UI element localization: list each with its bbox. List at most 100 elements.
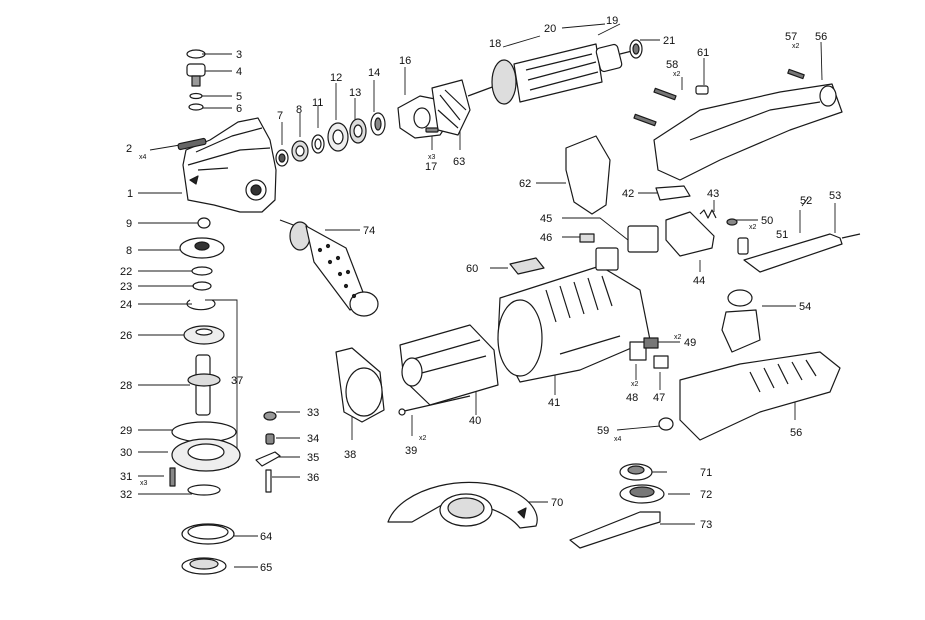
terminal-block xyxy=(595,247,619,271)
switch-44 xyxy=(665,211,715,257)
o-ring-small xyxy=(186,49,206,59)
wheel-guard xyxy=(387,481,538,529)
label-14: 14 xyxy=(368,67,380,79)
label-39: 39 xyxy=(405,445,417,457)
handle-half-lower xyxy=(679,351,841,441)
label-57-multiplier: x2 xyxy=(792,43,800,50)
gear-head-screw xyxy=(177,137,207,151)
label-2: 2 xyxy=(126,143,132,155)
label-23: 23 xyxy=(120,281,132,293)
lock-lever-35 xyxy=(255,451,281,467)
spring-33 xyxy=(263,411,277,421)
label-63: 63 xyxy=(453,156,465,168)
label-42: 42 xyxy=(622,188,634,200)
label-8-flange: 8 xyxy=(126,245,132,257)
label-50-multiplier: x2 xyxy=(749,224,757,231)
label-31: 31 xyxy=(120,471,132,483)
label-31-multiplier: x3 xyxy=(140,480,148,487)
washer-small xyxy=(188,103,204,111)
switch-45 xyxy=(627,225,659,253)
brush-47 xyxy=(653,355,669,369)
armature xyxy=(467,43,633,105)
air-guide xyxy=(335,347,385,423)
label-48: 48 xyxy=(626,392,638,404)
label-24: 24 xyxy=(120,299,132,311)
label-59-multiplier: x4 xyxy=(614,436,622,443)
needle-bearing xyxy=(275,149,289,167)
power-cable xyxy=(743,233,861,273)
gear-cover xyxy=(171,438,241,472)
label-3: 3 xyxy=(236,49,242,61)
label-5: 5 xyxy=(236,91,242,103)
label-6: 6 xyxy=(236,103,242,115)
circlip xyxy=(186,299,216,311)
label-19: 19 xyxy=(606,15,618,27)
label-49: 49 xyxy=(684,337,696,349)
clamping-flange-72 xyxy=(619,484,665,504)
callout-labels: 1 2 x4 3 4 5 6 7 8 9 8 11 12 13 14 16 17… xyxy=(120,15,841,574)
label-47: 47 xyxy=(653,392,665,404)
handle-screw-58 xyxy=(633,87,677,127)
label-48-multiplier: x2 xyxy=(631,381,639,388)
washer-22 xyxy=(191,266,213,276)
seal-32 xyxy=(187,484,221,496)
label-8: 8 xyxy=(296,104,302,116)
label-39-multiplier: x2 xyxy=(419,435,427,442)
label-30: 30 xyxy=(120,447,132,459)
rubber-gasket xyxy=(565,135,611,215)
label-45: 45 xyxy=(540,213,552,225)
label-35: 35 xyxy=(307,452,319,464)
label-50: 50 xyxy=(761,215,773,227)
label-22: 22 xyxy=(120,266,132,278)
washer-23 xyxy=(192,281,212,291)
label-29: 29 xyxy=(120,425,132,437)
label-33: 33 xyxy=(307,407,319,419)
label-49-multiplier: x2 xyxy=(674,334,682,341)
label-26: 26 xyxy=(120,330,132,342)
label-41: 41 xyxy=(548,397,560,409)
leader-lines xyxy=(138,23,836,568)
label-60: 60 xyxy=(466,263,478,275)
label-13: 13 xyxy=(349,87,361,99)
label-32: 32 xyxy=(120,489,132,501)
label-38: 38 xyxy=(344,449,356,461)
label-7: 7 xyxy=(277,110,283,122)
cable-clamp-46 xyxy=(579,233,595,243)
label-64: 64 xyxy=(260,531,272,543)
label-56-upper: 56 xyxy=(815,31,827,43)
switch-spring-43 xyxy=(699,209,717,219)
label-17-multiplier: x3 xyxy=(428,154,436,161)
label-12: 12 xyxy=(330,72,342,84)
label-4: 4 xyxy=(236,66,242,78)
label-16: 16 xyxy=(399,55,411,67)
handle-half-upper xyxy=(653,83,843,181)
switch-lever-42 xyxy=(655,185,691,201)
label-61: 61 xyxy=(697,47,709,59)
cable-clamp-screw-50 xyxy=(726,218,738,226)
label-56-lower: 56 xyxy=(790,427,802,439)
label-34: 34 xyxy=(307,433,319,445)
label-1: 1 xyxy=(127,188,133,200)
ball-bearing-12 xyxy=(327,122,349,152)
lock-pin-34 xyxy=(265,433,275,445)
label-59: 59 xyxy=(597,425,609,437)
handle-screw-57 xyxy=(787,68,805,80)
label-28: 28 xyxy=(120,380,132,392)
spring-small xyxy=(189,92,203,100)
seal-14 xyxy=(370,112,386,136)
label-70: 70 xyxy=(551,497,563,509)
armature-bearing xyxy=(629,39,643,59)
label-37: 37 xyxy=(231,375,243,387)
label-36: 36 xyxy=(307,472,319,484)
label-44: 44 xyxy=(693,275,705,287)
label-52: 52 xyxy=(800,195,812,207)
clamping-ring-65 xyxy=(181,557,227,575)
bolt-36 xyxy=(265,469,272,493)
label-71: 71 xyxy=(700,467,712,479)
spindle-shaft xyxy=(187,354,221,416)
brush-spring-49 xyxy=(643,337,659,349)
label-54: 54 xyxy=(799,301,811,313)
bearing-13 xyxy=(349,118,367,144)
